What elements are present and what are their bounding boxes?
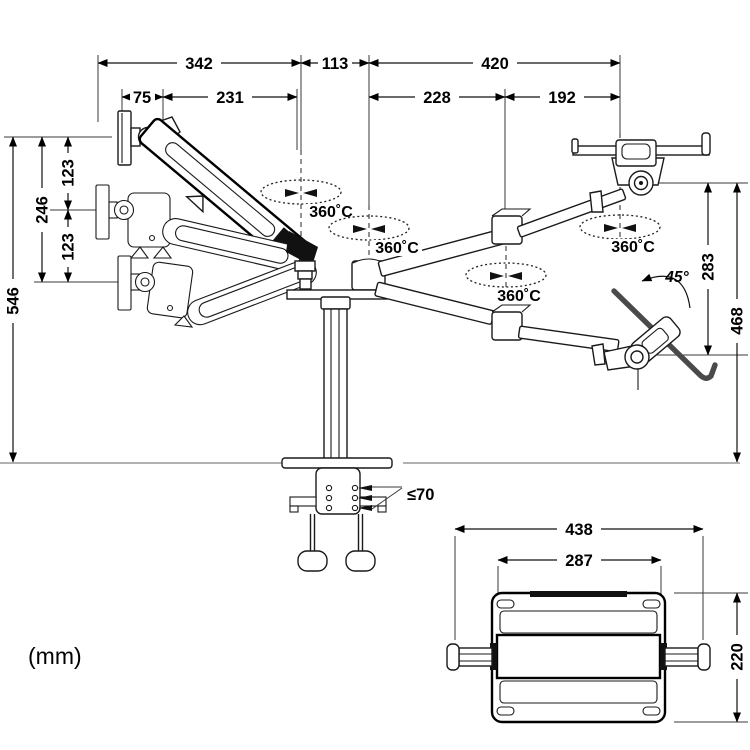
dim-label-228: 228 — [423, 89, 451, 107]
extension-lines-right — [650, 182, 748, 356]
dimension-113: 113 — [300, 54, 370, 73]
rotation-indicator-3: 360˚C — [465, 262, 547, 305]
dimension-468: 468 — [728, 182, 747, 463]
dim-label-468: 468 — [729, 307, 747, 335]
unit-label: (mm) — [28, 643, 82, 669]
clamp-thickness-annotation: ≤70 — [358, 485, 434, 511]
laptop-tray-tilted-45 — [603, 288, 718, 390]
dim-label-287: 287 — [565, 552, 593, 570]
dimension-438: 438 — [454, 520, 704, 539]
tilt-45-annotation: 45° — [641, 269, 691, 309]
rotation-indicator-1: 360˚C — [260, 179, 356, 221]
dim-label-123-bottom: 123 — [60, 233, 78, 261]
dim-label-123-top: 123 — [60, 159, 78, 187]
dim-label-342: 342 — [185, 55, 213, 73]
dim-label-546: 546 — [5, 287, 23, 315]
rotation-indicator-2: 360˚C — [328, 215, 422, 257]
dimension-246: 246 — [33, 136, 52, 283]
monitor-mount-middle-position — [95, 184, 301, 271]
rotation-label-3: 360˚C — [497, 288, 541, 305]
dimension-123-bottom: 123 — [59, 209, 78, 283]
tilt-label: 45° — [664, 269, 689, 286]
dimension-287: 287 — [497, 551, 662, 570]
dimension-283: 283 — [699, 182, 718, 356]
laptop-holder-top — [571, 132, 711, 196]
laptop-tray-top-view: 438 287 — [446, 520, 748, 724]
clamp-screw-right — [345, 514, 376, 572]
dim-label-438: 438 — [565, 521, 593, 539]
gas-spring-arm-lowered — [187, 259, 317, 326]
dimension-123-top: 123 — [59, 136, 78, 211]
desk-clamp — [281, 457, 393, 572]
dimension-231: 231 — [162, 88, 298, 107]
dim-label-420: 420 — [481, 55, 509, 73]
tray-handle-right — [664, 643, 711, 671]
dimension-192: 192 — [504, 88, 621, 107]
clamp-screw-left — [297, 514, 328, 572]
dim-label-231: 231 — [216, 89, 244, 107]
dim-label-113: 113 — [322, 55, 349, 73]
rotation-indicator-4: 360˚C — [579, 214, 661, 256]
dim-label-246: 246 — [34, 196, 52, 224]
dimension-220: 220 — [728, 592, 747, 723]
dimension-546: 546 — [4, 136, 23, 463]
rotation-label-4: 360˚C — [611, 239, 655, 256]
rotation-label-2: 360˚C — [375, 240, 419, 257]
dim-label-283: 283 — [700, 253, 718, 281]
dim-label-192: 192 — [548, 89, 576, 107]
dim-label-75: 75 — [133, 89, 151, 107]
pole-head-assembly — [286, 231, 388, 300]
laptop-arm-upper — [377, 188, 627, 277]
clamp-thickness-label: ≤70 — [407, 486, 434, 504]
dim-label-220: 220 — [729, 643, 747, 671]
dimension-75: 75 — [121, 88, 164, 107]
dimension-420: 420 — [368, 54, 621, 73]
desk-pole — [320, 296, 351, 464]
dimension-228: 228 — [368, 88, 506, 107]
gas-spring-arm-middle — [162, 218, 301, 271]
tray-handle-left — [446, 643, 493, 671]
laptop-arm-lower — [374, 281, 620, 366]
rotation-label-1: 360˚C — [309, 204, 353, 221]
monitor-mount-bottom-position — [117, 255, 317, 328]
dimension-342: 342 — [97, 54, 302, 73]
